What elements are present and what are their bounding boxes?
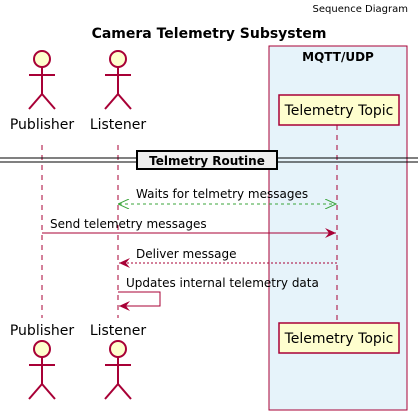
listener-label-bottom: Listener	[90, 323, 147, 339]
topic-label-bottom: Telemetry Topic	[284, 331, 394, 347]
message-3-label: Deliver message	[136, 247, 236, 261]
message-4-label: Updates internal telemetry data	[126, 276, 319, 290]
publisher-label-top: Publisher	[10, 117, 75, 133]
diagram-title: Camera Telemetry Subsystem	[92, 26, 327, 42]
message-4-arrow	[118, 291, 161, 311]
publisher-actor-icon-bottom	[28, 340, 56, 400]
topic-label-top: Telemetry Topic	[284, 103, 394, 119]
divider-box	[136, 150, 278, 170]
mqtt-udp-box-label: MQTT/UDP	[302, 50, 374, 64]
message-2-label: Send telemetry messages	[50, 217, 207, 231]
topic-participant-bottom	[278, 322, 400, 354]
listener-actor-icon	[104, 50, 132, 110]
message-1-label: Waits for telmetry messages	[136, 187, 308, 201]
topic-participant-top	[278, 94, 400, 126]
header-label: Sequence Diagram	[313, 4, 408, 15]
listener-actor-icon-bottom	[104, 340, 132, 400]
divider-label: Telmetry Routine	[149, 154, 265, 168]
publisher-label-bottom: Publisher	[10, 323, 75, 339]
listener-label-top: Listener	[90, 117, 147, 133]
publisher-actor-icon	[28, 50, 56, 110]
